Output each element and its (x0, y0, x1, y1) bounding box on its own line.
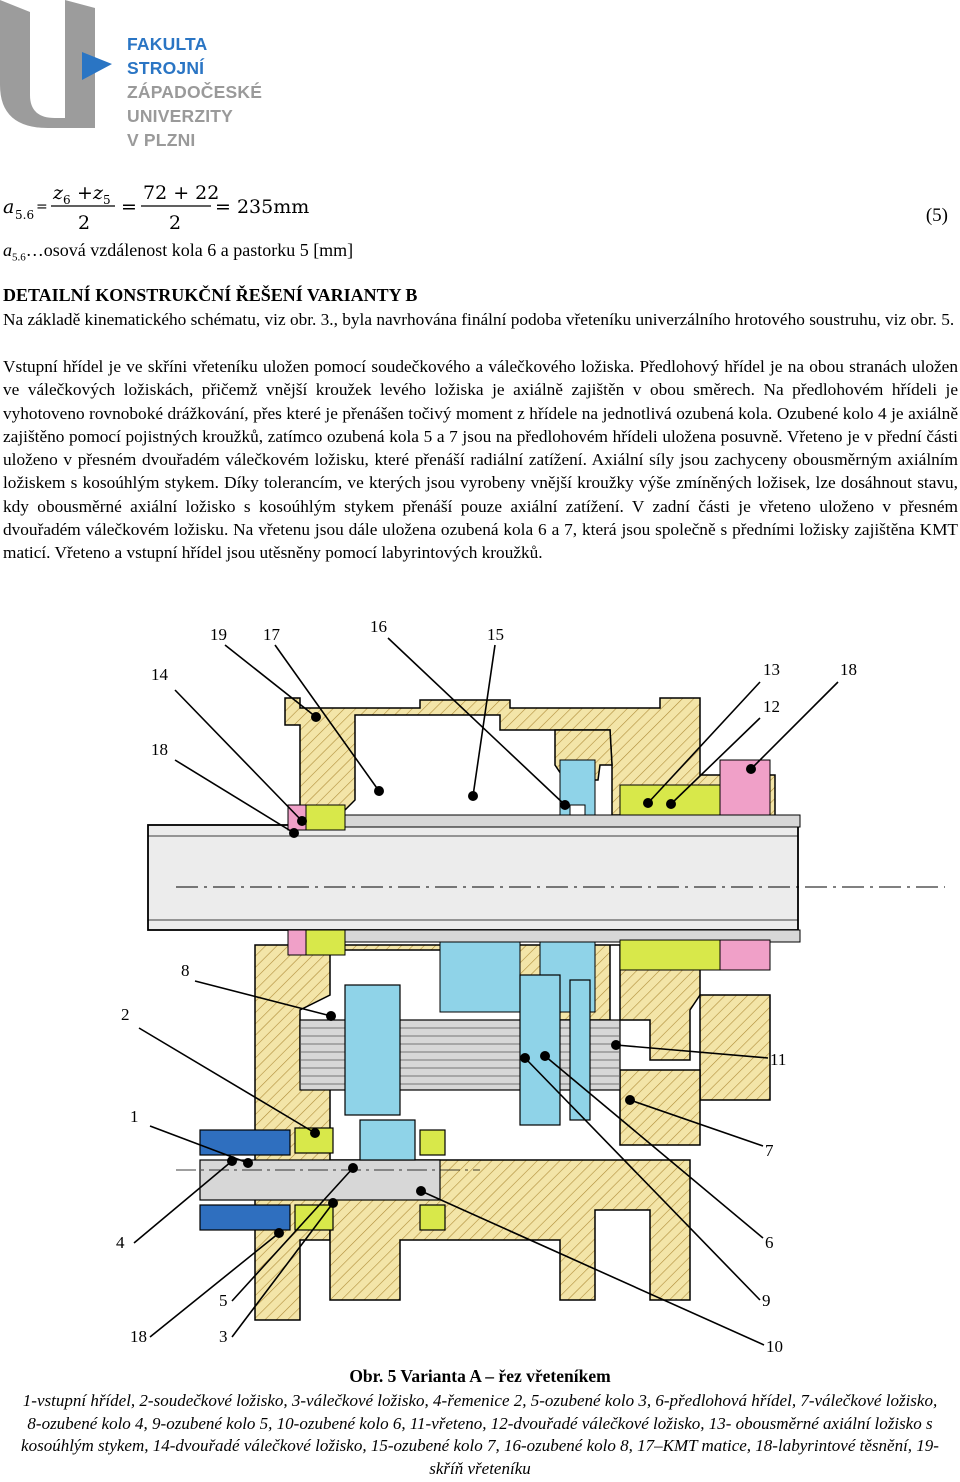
eq-result: = 235mm (215, 196, 309, 218)
callout-11: 11 (770, 1050, 786, 1069)
callout-14: 14 (151, 665, 169, 684)
eq-z6: z (52, 182, 64, 204)
eq-z5: z (92, 182, 104, 204)
callout-18b: 18 (151, 740, 168, 759)
callout-17: 17 (263, 625, 281, 644)
def-text: …osová vzdálenost kola 6 a pastorku 5 [m… (25, 240, 354, 260)
callout-10: 10 (766, 1337, 783, 1356)
callout-4: 4 (116, 1233, 125, 1252)
countershaft (299, 974, 621, 1126)
section-heading: DETAILNÍ KONSTRUKČNÍ ŘEŠENÍ VARIANTY B (3, 285, 418, 305)
callout-15: 15 (487, 625, 504, 644)
eq-eq1: = (36, 199, 48, 215)
eq-lhs-sub: 5.6 (15, 208, 34, 222)
eq-z5-sub: 5 (103, 193, 111, 207)
eq-den1: 2 (78, 212, 90, 234)
callout-13: 13 (763, 660, 780, 679)
callout-18c: 18 (130, 1327, 147, 1346)
input-shaft (176, 1119, 480, 1231)
university-logo: FAKULTA STROJNÍ ZÁPADOČESKÉ UNIVERZITY V… (0, 0, 280, 150)
logo-mark-icon (0, 0, 112, 128)
eq-den2: 2 (169, 212, 181, 234)
callouts: 19 17 16 15 14 13 18 12 18 8 2 11 1 7 4 … (116, 617, 857, 1356)
eq-num2: 72 + 22 (143, 182, 219, 204)
logo-line-1: FAKULTA STROJNÍ (127, 34, 207, 78)
callout-18a: 18 (840, 660, 857, 679)
paragraph-1: Na základě kinematického schématu, viz o… (3, 310, 955, 329)
logo-line-2: ZÁPADOČESKÉ (127, 82, 263, 102)
eq-eq2: = (121, 196, 137, 218)
callout-16: 16 (370, 617, 387, 636)
callout-2: 2 (121, 1005, 130, 1024)
callout-1: 1 (130, 1107, 139, 1126)
cross-section-drawing: 19 17 16 15 14 13 18 12 18 8 2 11 1 7 4 … (116, 617, 945, 1356)
callout-6: 6 (765, 1233, 774, 1252)
callout-12: 12 (763, 697, 780, 716)
def-symbol: a (3, 240, 12, 260)
figure-caption: 1-vstupní hřídel, 2-soudečkové ložisko, … (21, 1391, 939, 1478)
callout-19: 19 (210, 625, 227, 644)
eq-lhs: a (3, 196, 14, 218)
equation-number: (5) (925, 205, 948, 226)
callout-7: 7 (765, 1141, 774, 1160)
callout-3: 3 (219, 1327, 228, 1346)
callout-5: 5 (219, 1291, 228, 1310)
logo-line-3: UNIVERZITY (127, 106, 234, 126)
logo-text: FAKULTA STROJNÍ ZÁPADOČESKÉ UNIVERZITY V… (127, 32, 280, 152)
equation: a 5.6 = z 6 + z 5 2 = 72 + 22 2 = 235mm … (3, 175, 958, 235)
callout-9: 9 (762, 1291, 771, 1310)
leader-lines (133, 637, 839, 1346)
paragraph-2: Vstupní hřídel je ve skříni vřeteníku ul… (3, 357, 958, 563)
definition: a5.6…osová vzdálenost kola 6 a pastorku … (3, 240, 353, 264)
callout-8: 8 (181, 961, 190, 980)
spindle (147, 814, 945, 943)
spindle-section-figure: 19 17 16 15 14 13 18 12 18 8 2 11 1 7 4 … (0, 600, 960, 1370)
equation-body: a 5.6 = z 6 + z 5 2 = 72 + 22 2 = 235mm (3, 182, 309, 234)
leader-dots (227, 712, 756, 1238)
def-sub: 5.6 (12, 251, 26, 264)
figure-caption-title: Obr. 5 Varianta A – řez vřeteníkem (349, 1366, 611, 1386)
eq-z6-sub: 6 (63, 193, 71, 207)
eq-plus: + (77, 182, 93, 204)
logo-line-4: V PLZNI (127, 130, 196, 150)
